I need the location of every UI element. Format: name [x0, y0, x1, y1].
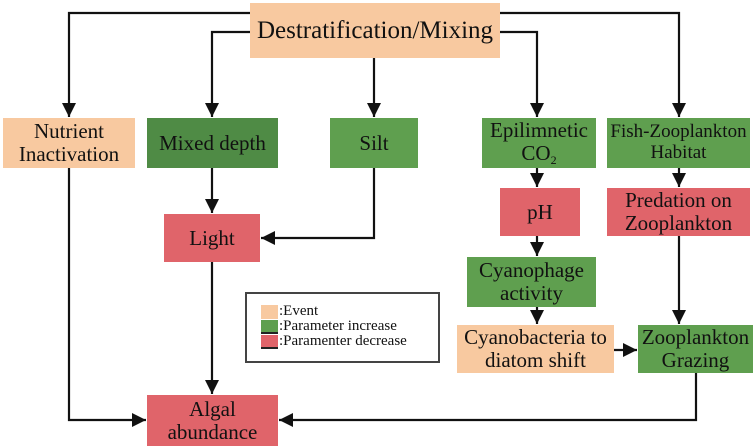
edge-destrat-to-fish-zooplankton — [500, 11, 686, 117]
node-ph: pH — [500, 188, 580, 236]
node-label-line1: Epilimnetic — [490, 118, 588, 143]
edge-destrat-to-epilimnetic-co2 — [500, 30, 544, 117]
node-algal-abundance: Algal abundance — [147, 395, 278, 446]
node-predation-on-zooplankton: Predation on Zooplankton — [607, 188, 750, 236]
legend-label: :Parameter increase — [279, 318, 397, 334]
node-label-line1: Zooplankton — [641, 325, 750, 350]
node-label: Mixed depth — [159, 130, 266, 155]
node-label-line2: abundance — [167, 419, 258, 444]
node-label-line2: Inactivation — [18, 142, 120, 166]
legend-label: :Paramenter decrease — [279, 333, 407, 349]
node-label-line2: activity — [500, 281, 563, 305]
node-label-line2: diatom shift — [485, 348, 586, 372]
node-fish-zooplankton-habitat: Fish-Zooplankton Habitat — [607, 118, 750, 168]
node-label-line2: Zooplankton — [624, 211, 733, 235]
node-label-line1: Predation on — [625, 188, 732, 213]
node-label: pH — [527, 199, 553, 224]
node-label-line1: Nutrient — [34, 119, 104, 144]
node-zooplankton-grazing: Zooplankton Grazing — [638, 325, 753, 373]
node-light: Light — [164, 214, 260, 262]
node-label-line2: Habitat — [650, 142, 707, 163]
node-label-line2: CO2 — [521, 142, 556, 167]
edge-nutrient-to-algal-abundance — [67, 168, 146, 427]
node-label: Destratification/Mixing — [256, 17, 494, 44]
node-nutrient-inactivation: Nutrient Inactivation — [3, 118, 135, 168]
edge-destrat-to-mixed-depth — [205, 30, 250, 117]
node-label: Light — [189, 225, 235, 250]
node-label-line1: Cyanophage — [479, 258, 584, 283]
node-destratification-mixing: Destratification/Mixing — [250, 3, 500, 58]
node-cyanophage-activity: Cyanophage activity — [467, 257, 596, 307]
node-label-line1: Algal — [189, 396, 236, 421]
legend-item-parameter-decrease: :Paramenter decrease — [261, 334, 407, 349]
legend-item-event: :Event — [261, 304, 318, 319]
node-cyanobacteria-to-diatom-shift: Cyanobacteria to diatom shift — [457, 325, 614, 373]
co2-subscript: 2 — [550, 152, 557, 167]
node-label-line2: Grazing — [661, 348, 730, 372]
edge-silt-to-light — [261, 168, 376, 245]
node-epilimnetic-co2: Epilimnetic CO2 — [482, 118, 596, 168]
legend-item-parameter-increase: :Parameter increase — [261, 319, 397, 334]
legend-swatch-decrease — [261, 334, 278, 349]
co2-main: CO — [521, 140, 551, 165]
legend-swatch-increase — [261, 319, 278, 334]
node-label: Silt — [359, 130, 389, 155]
edge-zooplankton-grazing-to-algal-abundance — [279, 373, 698, 427]
node-label-line1: Fish-Zooplankton — [610, 121, 747, 143]
edge-destrat-to-nutrient — [62, 11, 250, 117]
node-mixed-depth: Mixed depth — [147, 118, 278, 168]
legend: :Event :Parameter increase :Paramenter d… — [245, 292, 440, 363]
legend-swatch-event — [261, 304, 278, 319]
node-label-line1: Cyanobacteria to — [464, 325, 607, 350]
legend-label: :Event — [279, 303, 319, 319]
node-silt: Silt — [330, 118, 418, 168]
